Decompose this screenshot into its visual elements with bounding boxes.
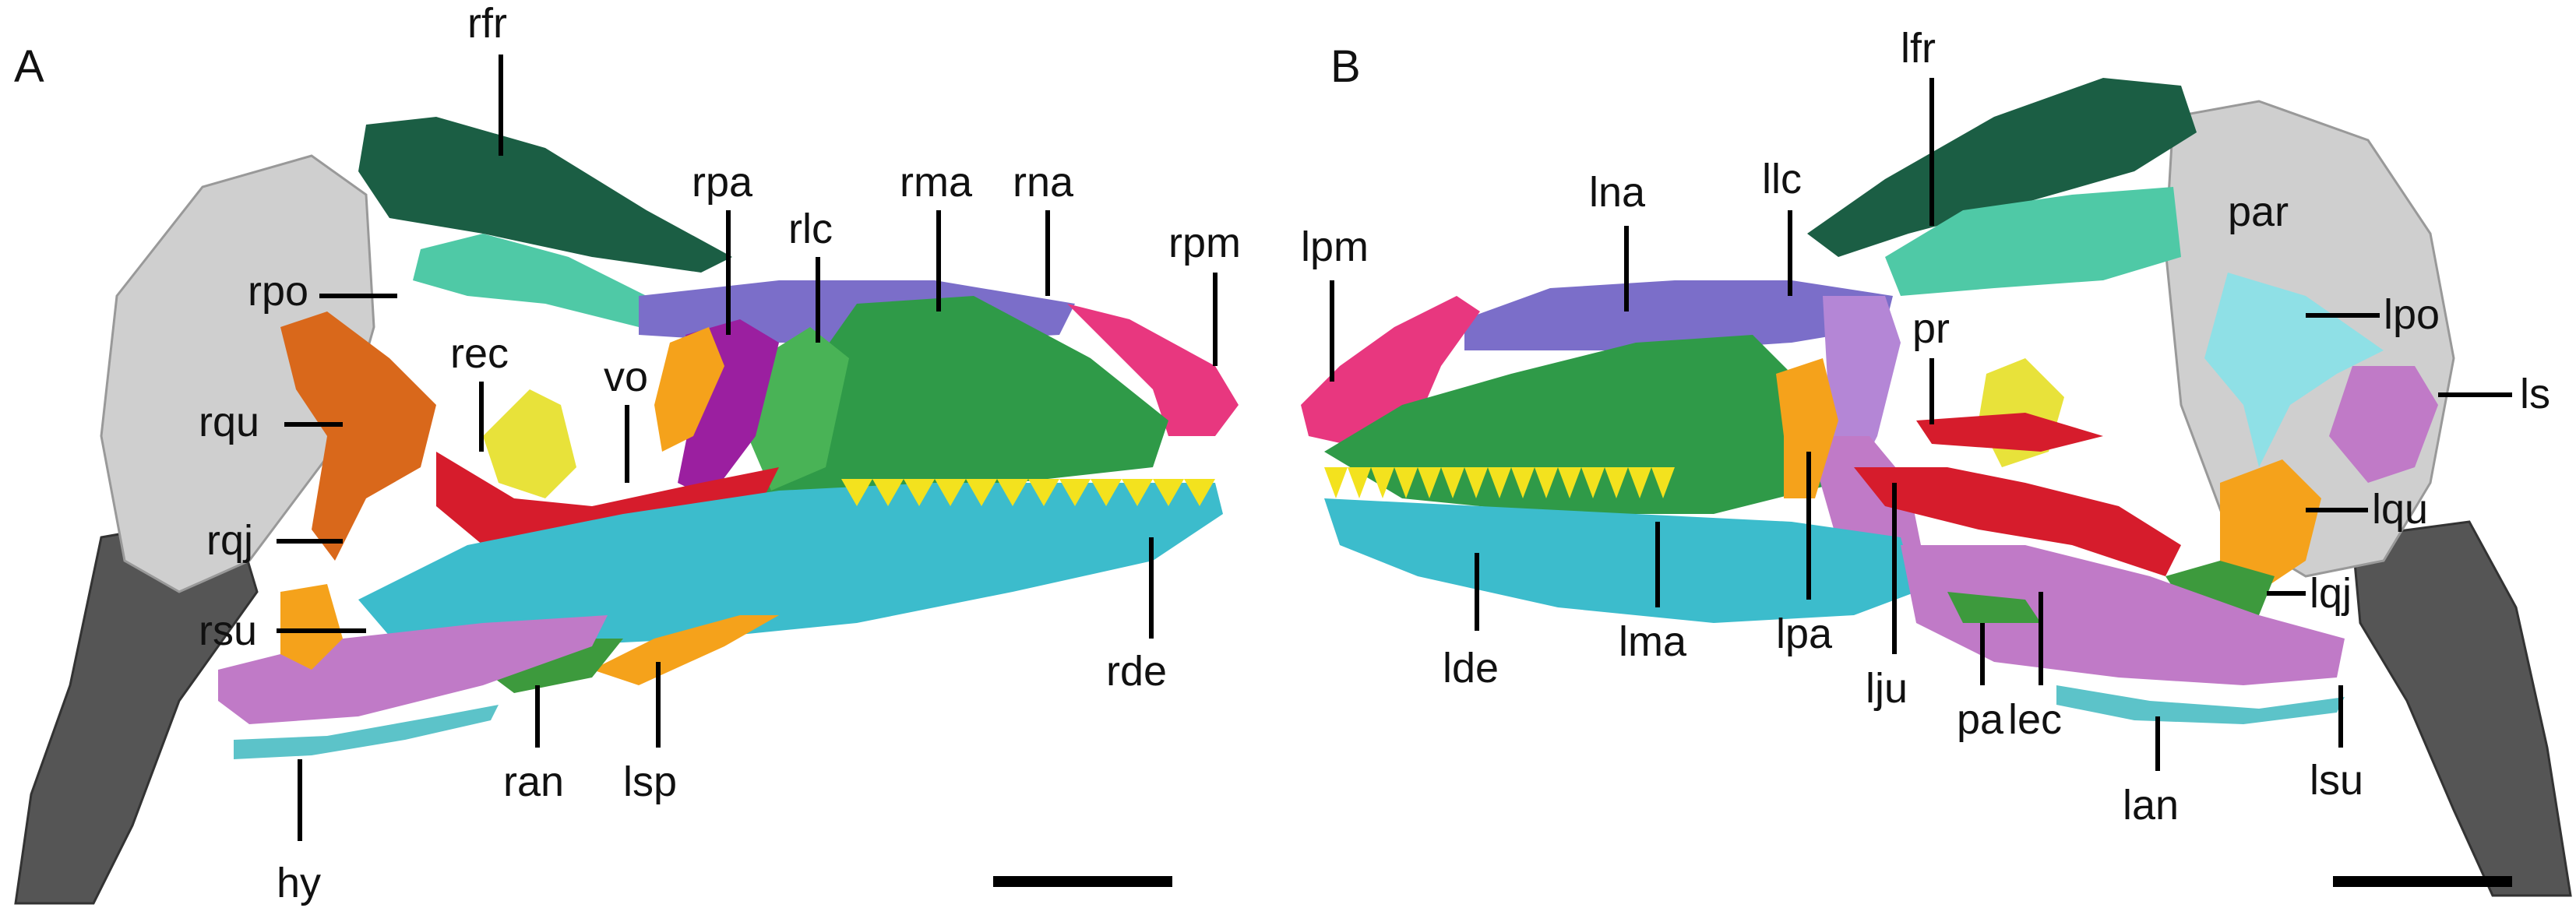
label-llc: llc	[1762, 156, 1802, 202]
palatine-b	[1776, 358, 1838, 498]
label-lqu: lqu	[2372, 486, 2428, 533]
braincase-a	[100, 154, 375, 593]
label-lde: lde	[1443, 645, 1499, 692]
dentary-b	[1324, 498, 1916, 623]
frontal-a	[358, 117, 732, 273]
pa-bone-b	[1947, 592, 2041, 623]
label-rqj: rqj	[206, 517, 253, 564]
label-vo: vo	[604, 354, 648, 400]
label-rqu: rqu	[199, 399, 259, 445]
panel-b-letter: B	[1330, 41, 1361, 92]
panel-a: A	[14, 0, 1241, 906]
maxilla-a	[763, 296, 1168, 498]
hyoid-a	[234, 705, 499, 759]
label-rna: rna	[1013, 159, 1074, 206]
dentary-a	[358, 483, 1223, 654]
label-lqj: lqj	[2310, 570, 2352, 617]
label-rpm: rpm	[1168, 220, 1241, 266]
panel-b: B	[1301, 25, 2572, 897]
label-lma: lma	[1619, 618, 1687, 665]
quadrate-b	[2220, 459, 2321, 592]
label-lpm: lpm	[1301, 223, 1369, 270]
label-lsu: lsu	[2310, 757, 2363, 804]
scale-bar-b	[2333, 876, 2512, 887]
label-par: par	[2228, 188, 2289, 235]
pr-bone-b	[1916, 413, 2103, 452]
angular-b	[1901, 545, 2345, 685]
label-lfr: lfr	[1901, 25, 1936, 72]
label-ran: ran	[503, 758, 564, 805]
splenial-a	[592, 615, 779, 685]
label-rsu: rsu	[199, 607, 257, 654]
lpo-bone-b	[2204, 273, 2384, 467]
lacrimal-a	[748, 327, 849, 491]
ectopterygoid-b	[1979, 358, 2064, 467]
laterosphenoid-b	[2329, 366, 2438, 483]
hyoid-b	[2056, 685, 2345, 724]
premaxilla-a	[1067, 304, 1239, 436]
ectopterygoid-a	[483, 389, 576, 498]
label-rlc: rlc	[788, 206, 833, 252]
label-lju: lju	[1866, 665, 1908, 712]
frontal-b	[1807, 78, 2197, 257]
label-rma: rma	[900, 159, 973, 206]
label-rde: rde	[1106, 648, 1167, 695]
label-lec: lec	[2008, 696, 2062, 743]
teeth-b	[1324, 467, 1675, 498]
nasal-b	[1464, 280, 1893, 350]
label-rec: rec	[450, 330, 509, 377]
surangular-a	[280, 584, 343, 670]
angular-a	[218, 615, 608, 724]
label-lsp: lsp	[623, 758, 677, 805]
label-hy: hy	[277, 860, 321, 906]
label-lpa: lpa	[1776, 611, 1833, 657]
angular-green-a	[483, 639, 623, 693]
teeth-a	[841, 479, 1215, 506]
label-lan: lan	[2123, 782, 2179, 829]
label-lpo: lpo	[2384, 291, 2440, 338]
postorbital-a	[413, 234, 647, 327]
label-lna: lna	[1589, 169, 1646, 216]
pterygoid-b	[1854, 467, 2181, 576]
scale-bar-a	[993, 876, 1172, 887]
label-rpo: rpo	[248, 268, 308, 315]
label-pr: pr	[1912, 305, 1950, 352]
label-ls: ls	[2520, 371, 2550, 417]
premaxilla-b	[1301, 296, 1480, 452]
label-rpa: rpa	[692, 159, 753, 206]
postorbital-b	[1885, 187, 2181, 296]
label-pa: pa	[1957, 696, 2004, 743]
quadrate-a	[280, 311, 436, 561]
neck-vertebrae-b	[2351, 520, 2572, 897]
label-rfr: rfr	[467, 0, 507, 47]
surangular-rpa-a	[654, 327, 724, 452]
panel-a-letter: A	[14, 41, 44, 92]
